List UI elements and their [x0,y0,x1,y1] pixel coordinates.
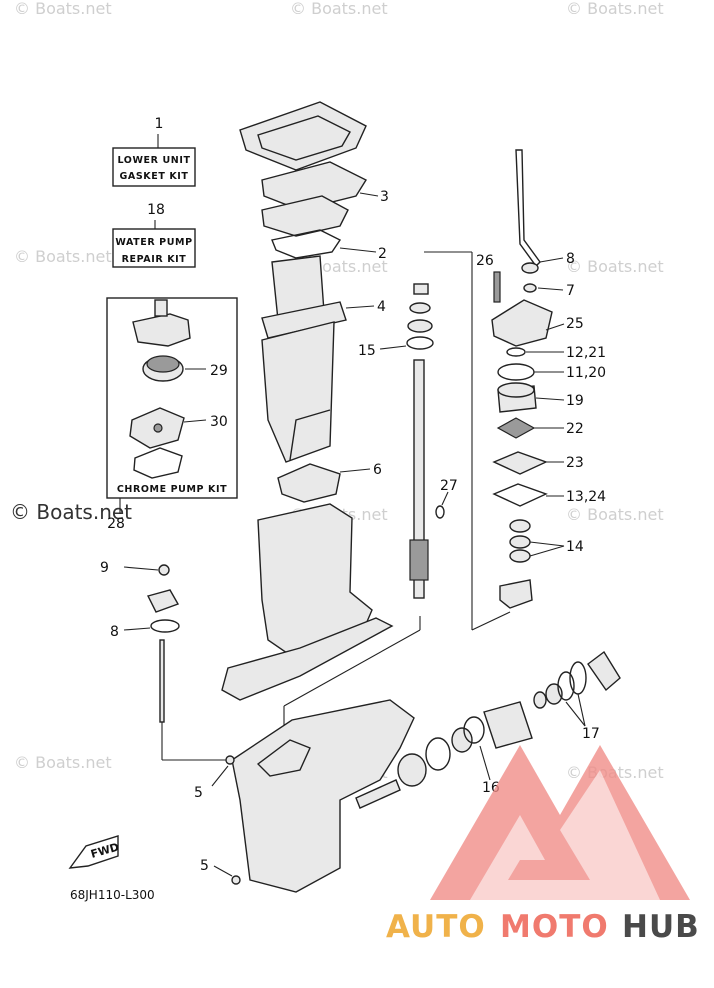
exhaust-tube: 4 [261,255,386,463]
part-label-5-lower: 5 [200,858,209,874]
logo-text-hub: HUB [622,909,700,945]
part-label-15: 15 [358,343,376,359]
part-label-14: 14 [566,539,584,555]
logo-text-auto: AUTO [386,909,486,945]
watermark: © Boats.net [14,753,112,772]
part-label-5: 5 [194,785,203,801]
kit-label-line1: LOWER UNIT [117,155,190,166]
part-label-4: 4 [377,299,386,315]
part-label-13-24: 13,24 [566,489,606,505]
diagram-code: 68JH110-L300 [70,888,155,902]
watermark: © Boats.net [566,0,664,18]
shift-rod: 9 8 [100,560,284,761]
gasket-6: 6 [277,462,382,503]
kit-label-line2: REPAIR KIT [122,254,187,265]
part-label-11-20: 11,20 [566,365,606,381]
part-label-2: 2 [378,246,387,262]
automotohub-logo: AUTO MOTO HUB [386,745,700,945]
part-label-18: 18 [147,202,165,218]
part-label-7: 7 [566,283,575,299]
part-label-6: 6 [373,462,382,478]
part-label-3: 3 [380,189,389,205]
watermark: © Boats.net [14,247,112,266]
lower-casing: 5 5 [194,699,415,893]
part-label-10: 9 [100,560,109,576]
part-label-30: 30 [210,414,228,430]
part-label-1: 1 [155,116,164,132]
fwd-arrow: FWD [68,835,120,869]
water-pump-kit-box: 18 WATER PUMP REPAIR KIT [112,202,196,268]
watermark: © Boats.net [14,0,112,18]
part-label-28: 28 [107,516,125,532]
watermark: © Boats.net [566,257,664,276]
logo-text-moto: MOTO [500,909,609,945]
watermark-prominent: © Boats.net [10,500,132,524]
part-label-29: 29 [210,363,228,379]
chrome-pump-kit-label: CHROME PUMP KIT [117,484,227,495]
part-label-9: 8 [110,624,119,640]
part-label-25: 25 [566,316,584,332]
part-label-17: 17 [582,726,600,742]
watermark: © Boats.net [290,0,388,18]
part-label-22: 22 [566,421,584,437]
water-pump-column: 8 7 26 25 12,21 11,20 19 22 23 13,24 14 [471,149,606,631]
gasket-kit-box: 1 LOWER UNIT GASKET KIT [112,116,196,187]
part-label-19: 19 [566,393,584,409]
kit-label-line1: WATER PUMP [115,237,192,248]
kit-label-line2: GASKET KIT [119,171,188,182]
propeller-shaft-housing: 16 17 [355,650,621,809]
upper-plate-stack: 3 2 [239,101,389,262]
part-label-26: 26 [476,253,494,269]
part-label-8: 8 [566,251,575,267]
chrome-pump-kit-box: 29 30 CHROME PUMP KIT 28 [106,297,238,532]
pin-27: 27 [435,478,458,519]
upper-casing [221,503,394,701]
watermark: © Boats.net [566,505,664,524]
part-label-27: 27 [440,478,458,494]
drive-shaft: 15 [283,251,473,760]
part-label-12-21: 12,21 [566,345,606,361]
part-label-23: 23 [566,455,584,471]
